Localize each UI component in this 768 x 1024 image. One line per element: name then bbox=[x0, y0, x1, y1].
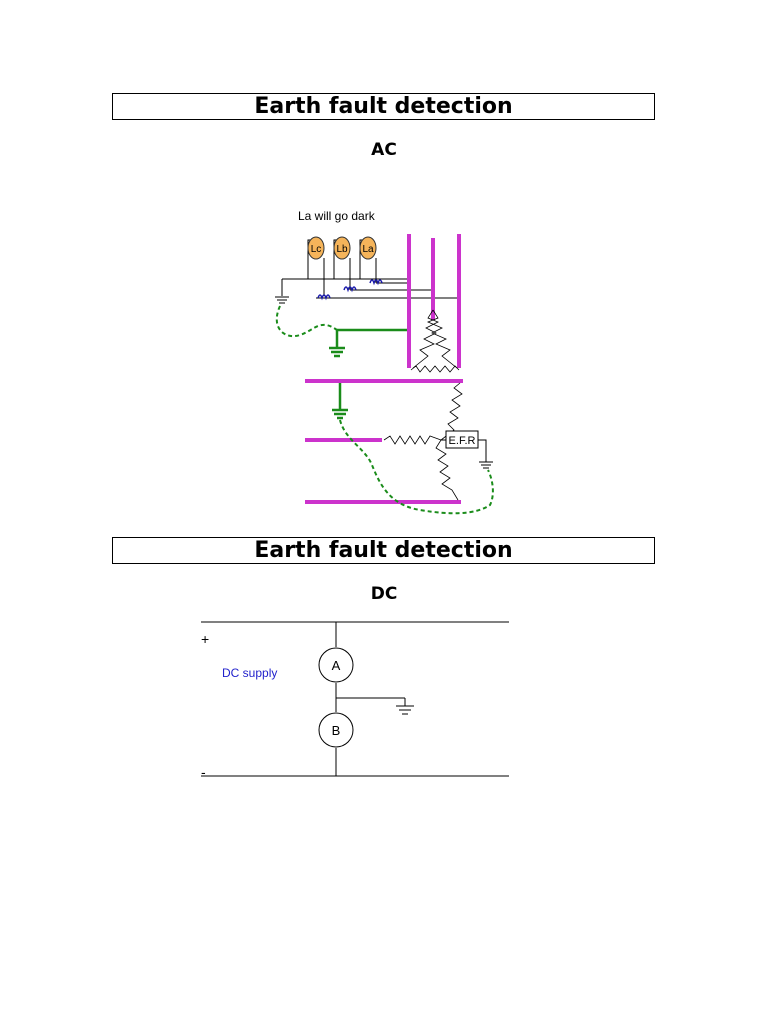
earth-link-lower bbox=[332, 383, 348, 420]
lower-busbars bbox=[305, 379, 463, 504]
ac-subtitle: AC bbox=[371, 140, 397, 160]
dc-supply-label: DC supply bbox=[222, 666, 277, 680]
ac-title: Earth fault detection bbox=[254, 94, 513, 119]
lamp-lc: Lc bbox=[307, 236, 325, 260]
lamp-lb: Lb bbox=[333, 236, 351, 260]
meter-a: A bbox=[318, 647, 354, 683]
meter-b-label: B bbox=[332, 723, 341, 738]
lamp-coils bbox=[317, 279, 383, 301]
lamp-label-la: La bbox=[362, 244, 374, 255]
dc-title: Earth fault detection bbox=[254, 538, 513, 563]
ac-title-box: Earth fault detection bbox=[112, 93, 655, 120]
dc-subtitle: DC bbox=[370, 584, 398, 604]
dc-plus-label: + bbox=[201, 631, 209, 647]
dc-minus-label: - bbox=[201, 764, 206, 780]
lamp-la: La bbox=[359, 236, 377, 260]
ac-diagram: La will go dark Lc Lb bbox=[275, 209, 494, 515]
earth-icon-top-left bbox=[275, 296, 289, 304]
dc-branch bbox=[335, 622, 406, 776]
lamp-label-lb: Lb bbox=[336, 244, 348, 255]
generator-leads bbox=[407, 234, 461, 368]
fault-path-upper bbox=[275, 305, 338, 338]
meter-b: B bbox=[318, 712, 354, 748]
efr-relay: E.F.R bbox=[441, 430, 493, 469]
dc-earth-icon bbox=[396, 705, 414, 715]
efr-label: E.F.R bbox=[449, 435, 476, 447]
fault-path-lower bbox=[339, 419, 494, 515]
star-winding bbox=[383, 382, 463, 501]
lamp-label-lc: Lc bbox=[311, 244, 322, 255]
dc-diagram: + - DC supply A B bbox=[201, 621, 509, 780]
earth-link-upper bbox=[329, 328, 407, 358]
dc-title-box: Earth fault detection bbox=[112, 537, 655, 564]
delta-winding bbox=[410, 309, 460, 373]
meter-a-label: A bbox=[332, 658, 341, 673]
lamp-wiring bbox=[281, 239, 459, 299]
ac-note: La will go dark bbox=[298, 209, 376, 223]
